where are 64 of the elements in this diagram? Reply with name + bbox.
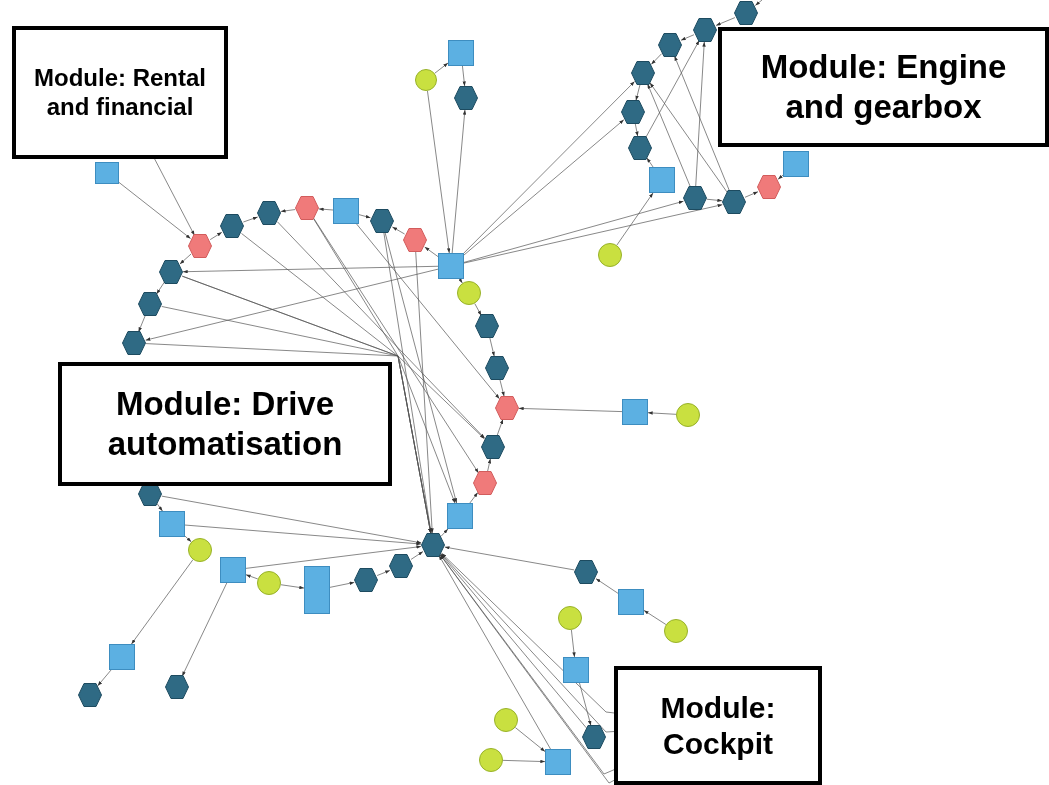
hexagon-node [481,435,505,459]
square-node [159,511,185,537]
arrow [777,174,784,180]
circle-node [598,243,622,267]
square-node [618,589,644,615]
hexagon-node [403,228,427,252]
hexagon-node [683,186,707,210]
circle-node [457,281,481,305]
hexagon-node [473,471,497,495]
circle-node [479,748,503,772]
hexagon-node [734,1,758,25]
circle-node [494,708,518,732]
hexagon-node [693,18,717,42]
hexagon-node [295,196,319,220]
hexagon-node [495,396,519,420]
square-node [220,557,246,583]
module-label: Module: Drive automatisation [58,362,392,486]
hexagon-node [138,292,162,316]
square-node [545,749,571,775]
arrow [754,0,763,6]
module-label: Module: Engine and gearbox [718,27,1049,147]
square-node [622,399,648,425]
hexagon-node [757,175,781,199]
module-label: Module: Rental and financial [12,26,228,159]
circle-node [188,538,212,562]
hexagon-node [78,683,102,707]
circle-node [676,403,700,427]
hexagon-node [354,568,378,592]
hexagon-node [574,560,598,584]
hexagon-node [722,190,746,214]
square-node [438,253,464,279]
circle-node [558,606,582,630]
hexagon-node [628,136,652,160]
hexagon-node [485,356,509,380]
square-node [304,566,330,614]
hexagon-node [257,201,281,225]
hexagon-node [421,533,445,557]
hexagon-node [475,314,499,338]
hexagon-node [370,209,394,233]
hexagon-node [122,331,146,355]
hexagon-node [220,214,244,238]
square-node [649,167,675,193]
square-node [447,503,473,529]
hexagon-node [658,33,682,57]
circle-node [257,571,281,595]
square-node [563,657,589,683]
circle-node [415,69,437,91]
hexagon-node [454,86,478,110]
hexagon-node [389,554,413,578]
hexagon-node [165,675,189,699]
hexagon-node [159,260,183,284]
circle-node [664,619,688,643]
arrow [458,278,463,284]
module-label: Module: Cockpit [614,666,822,785]
hexagon-node [621,100,645,124]
arrow [184,535,192,543]
hexagon-node [188,234,212,258]
hexagon-node [631,61,655,85]
square-node [109,644,135,670]
square-node [448,40,474,66]
square-node [783,151,809,177]
square-node [95,162,119,184]
square-node [333,198,359,224]
hexagon-node [582,725,606,749]
